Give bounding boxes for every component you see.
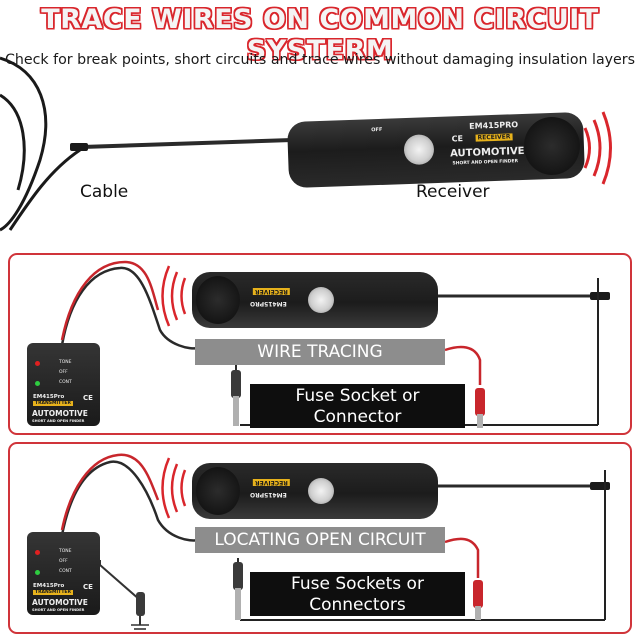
power-button-icon[interactable] bbox=[308, 287, 334, 313]
receiver-speaker bbox=[522, 115, 581, 176]
led-tone bbox=[35, 361, 40, 366]
transmitter-product-name: AUTOMOTIVE bbox=[32, 598, 88, 607]
led-label-cont: CONT bbox=[59, 380, 72, 385]
receiver-device bbox=[192, 272, 438, 328]
receiver-label: Receiver bbox=[416, 182, 490, 202]
led-label-tone: TONE bbox=[59, 549, 72, 554]
mode-label-wire-tracing: WIRE TRACING bbox=[195, 339, 445, 365]
alligator-clip-icon bbox=[231, 370, 485, 428]
power-button-icon[interactable] bbox=[403, 134, 435, 166]
panel2-wiring bbox=[60, 453, 610, 625]
fuse-box-line1: Fuse Sockets or bbox=[291, 574, 424, 594]
switch-label: OFF bbox=[371, 126, 383, 134]
receiver-model: EM415PRO bbox=[469, 120, 519, 131]
transmitter-tag: TRANSMITTER bbox=[33, 590, 73, 595]
led-cont bbox=[35, 570, 40, 575]
receiver-model: EM415PRO bbox=[250, 300, 287, 307]
panel-wire-tracing bbox=[8, 253, 632, 435]
receiver-device: OFF EM415PRO CE RECEIVER AUTOMOTIVE SHOR… bbox=[286, 111, 586, 189]
receiver-tag: RECEIVER bbox=[253, 288, 290, 295]
fuse-box-line1: Fuse Socket or bbox=[295, 386, 420, 406]
mode-label-locating-open-circuit: LOCATING OPEN CIRCUIT bbox=[195, 527, 445, 553]
led-label-cont: CONT bbox=[59, 569, 72, 574]
alligator-clip-icon bbox=[136, 562, 483, 620]
receiver-device bbox=[192, 463, 438, 519]
product-subtitle: SHORT AND OPEN FINDER bbox=[452, 159, 519, 167]
cable-loop bbox=[0, 56, 81, 232]
panel-locating-open-circuit bbox=[8, 442, 632, 634]
fuse-socket-box: Fuse Socket or Connector bbox=[250, 384, 465, 428]
led-cont bbox=[35, 381, 40, 386]
fuse-box-line2: Connectors bbox=[309, 595, 406, 615]
led-tone bbox=[35, 550, 40, 555]
transmitter-product-name: AUTOMOTIVE bbox=[32, 409, 88, 418]
led-label-tone: TONE bbox=[59, 360, 72, 365]
led-label-off: OFF bbox=[59, 559, 68, 564]
signal-waves-icon bbox=[161, 265, 187, 327]
fuse-box-line2: Connector bbox=[313, 407, 402, 427]
transmitter-ce-mark: CE bbox=[83, 394, 93, 402]
receiver-probe-rod bbox=[70, 138, 293, 151]
transmitter-tag: TRANSMITTER bbox=[33, 401, 73, 406]
led-label-off: OFF bbox=[59, 370, 68, 375]
page-subtitle: Check for break points, short circuits a… bbox=[4, 52, 636, 68]
transmitter-model: EM415Pro bbox=[33, 583, 65, 589]
power-button-icon[interactable] bbox=[308, 478, 334, 504]
transmitter-product-subtitle: SHORT AND OPEN FINDER bbox=[32, 419, 85, 423]
transmitter-model: EM415Pro bbox=[33, 394, 65, 400]
page-title: TRACE WIRES ON COMMON CIRCUIT SYSTERM bbox=[41, 4, 599, 66]
cable-label: Cable bbox=[80, 182, 129, 202]
ce-mark: CE bbox=[451, 134, 464, 144]
signal-waves-icon bbox=[583, 111, 612, 185]
receiver-model: EM415PRO bbox=[250, 491, 287, 498]
transmitter-product-subtitle: SHORT AND OPEN FINDER bbox=[32, 608, 85, 612]
transmitter-ce-mark: CE bbox=[83, 583, 93, 591]
receiver-speaker bbox=[196, 467, 240, 515]
transmitter-device: TONE OFF CONT EM415Pro TRANSMITTER AUTOM… bbox=[27, 532, 100, 615]
receiver-speaker bbox=[196, 276, 240, 324]
signal-waves-icon bbox=[161, 457, 187, 519]
transmitter-device: TONE OFF CONT EM415Pro TRANSMITTER AUTOM… bbox=[27, 343, 100, 426]
product-name: AUTOMOTIVE bbox=[449, 145, 525, 160]
receiver-tag: RECEIVER bbox=[475, 133, 513, 142]
receiver-tag: RECEIVER bbox=[253, 479, 290, 486]
fuse-socket-box: Fuse Sockets or Connectors bbox=[250, 572, 465, 616]
